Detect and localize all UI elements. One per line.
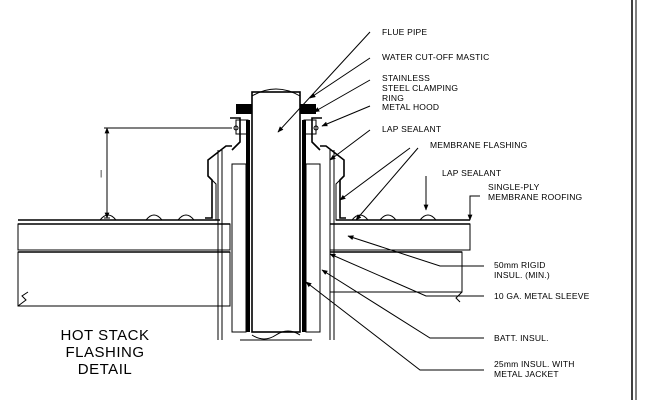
batt-insulation: [231, 163, 321, 333]
callout-batt-insulation: BATT. INSUL.: [494, 333, 549, 343]
callout-metal-hood: METAL HOOD: [382, 102, 439, 112]
diagram-title: HOT STACK FLASHING DETAIL: [61, 327, 150, 378]
callout-single-ply-line-2: MEMBRANE ROOFING: [488, 192, 582, 202]
callout-rigid-line-1: 50mm RIGID: [494, 260, 546, 270]
concrete-deck: [17, 251, 463, 307]
clamping-ring: [230, 104, 322, 151]
callout-stainless-line-1: STAINLESS: [382, 73, 430, 83]
title-line-2: FLASHING: [65, 344, 144, 361]
callout-lap-sealant-1: LAP SEALANT: [382, 124, 441, 134]
rigid-insulation-layer: [17, 223, 471, 251]
callout-jacket-line-2: METAL JACKET: [494, 369, 559, 379]
callout-flue-pipe: FLUE PIPE: [382, 27, 427, 37]
flue-pipe: [240, 88, 312, 341]
callout-membrane-flashing: MEMBRANE FLASHING: [430, 140, 527, 150]
title-line-1: HOT STACK: [61, 327, 150, 344]
callout-metal-sleeve: 10 GA. METAL SLEEVE: [494, 291, 590, 301]
membrane-flashing-left: [200, 145, 232, 340]
membrane-flashing-right: [320, 145, 350, 340]
callout-water-cutoff-mastic: WATER CUT-OFF MASTIC: [382, 52, 489, 62]
callout-leaders: [277, 31, 484, 371]
sheet-border: [631, 0, 637, 400]
membrane-roofing: [18, 214, 470, 221]
callout-labels: FLUE PIPE WATER CUT-OFF MASTIC STAINLESS…: [382, 27, 590, 379]
callout-lap-sealant-2: LAP SEALANT: [442, 168, 501, 178]
callout-single-ply-line-1: SINGLE-PLY: [488, 182, 540, 192]
title-line-3: DETAIL: [78, 361, 132, 378]
callout-stainless-line-3: RING: [382, 93, 404, 103]
callout-jacket-line-1: 25mm INSUL. WITH: [494, 359, 575, 369]
dimension-mark: |: [100, 168, 102, 178]
callout-rigid-line-2: INSUL. (MIN.): [494, 270, 550, 280]
insulation-jacket: [246, 120, 306, 332]
callout-stainless-line-2: STEEL CLAMPING: [382, 83, 458, 93]
height-dimension: |: [100, 127, 232, 219]
